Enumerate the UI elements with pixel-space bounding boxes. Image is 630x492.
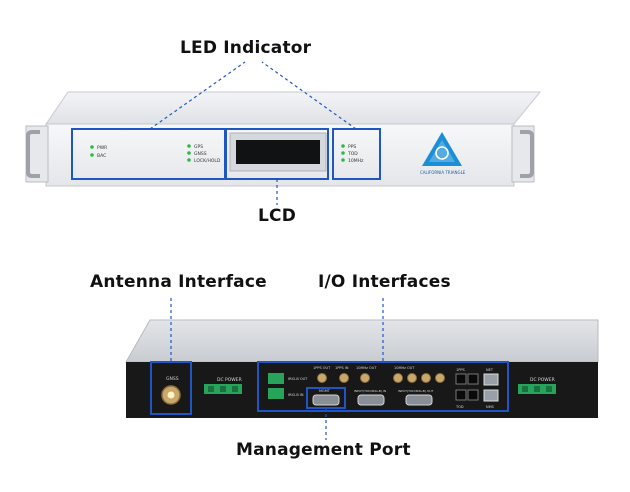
lcd-screen [236,140,320,164]
antenna-highlight-box [150,361,192,415]
bnc-freq-3 [421,373,431,383]
rj45-net1 [483,373,499,386]
led-label-10mhz: 10MHz [348,158,364,164]
antenna-label: GNSS [166,376,179,382]
logo-text: CALIFORNIA TRIANGLE [420,170,466,175]
led-gps [187,144,191,148]
management-port-callout: Management Port [236,440,411,460]
tod-port-label: TOD [455,405,464,409]
irig-tod-out-label: INPUT(TOD/IRIG-B) OUT [398,389,434,393]
led-label-lock: LOCK/HOLD [194,158,221,164]
led-right-highlight-box [332,128,381,180]
lcd-callout: LCD [258,206,297,226]
rj-pps-2 [467,373,479,385]
led-label-bac: BAC [97,153,106,159]
led-label-pwr: PWR [97,145,107,151]
rj45-net2 [483,389,499,402]
led-bac [90,153,94,157]
led-label-gnss: GNSS [194,151,207,157]
irig-tod-in-label: INPUT(TOD/IRIG-B) IN [354,389,386,393]
led-leader-left [149,61,246,130]
handle-left [26,130,40,178]
pps-port-label: 1PPS [456,368,465,372]
alarm-terminal-bottom [268,388,284,399]
dc-left-screw-2 [220,386,226,392]
rj-tod-2 [467,389,479,401]
dc-power-left-label: DC POWER [217,377,242,383]
led-label-tod: TOD [347,151,358,157]
led-label-gps: GPS [194,144,203,150]
bnc-pps-in [339,373,349,383]
led-lock [187,158,191,162]
dc-left-screw-3 [232,386,238,392]
led-gnss [187,151,191,155]
db9-tod-in [357,394,385,406]
led-tod [341,151,345,155]
pps-out-label: 1PPS OUT [313,366,331,370]
led-pps [341,144,345,148]
rj-pps-1 [455,373,467,385]
mgmt-label: MGMT [319,389,331,393]
bnc-freq-4 [435,373,445,383]
bnc-freq-2 [407,373,417,383]
dc-left-screw-1 [208,386,214,392]
dc-right-screw-1 [522,386,528,392]
led-leader-right [261,61,357,130]
led-label-pps: PPS [348,144,356,150]
rear-unit: GNSS DC POWER IRIG-B OUT IRIG-B IN 1PPS … [125,298,599,440]
alarm-terminal-top [268,373,284,384]
mgmt-db9-port [312,394,340,406]
rj-tod-1 [455,389,467,401]
mhz-out-label: 10MHz OUT [356,366,377,370]
front-unit: PWR BAC GPS GNSS LOCK/HOLD PPS TOD 10MHz… [25,61,542,205]
dc-power-right-label: DC POWER [530,377,555,383]
pps-in-label: 1PPS IN [335,366,349,370]
freq-out-label: 10MHz OUT [394,366,415,370]
rear-chassis-top [125,319,599,363]
net2-label: NMS [486,405,495,409]
irig-out-label: IRIG-B OUT [288,377,308,381]
bnc-pps-out [317,373,327,383]
led-pwr [90,145,94,149]
antenna-connector-pin [167,391,175,399]
db9-tod-out [405,394,433,406]
handle-right [520,130,534,178]
io-interfaces-callout: I/O Interfaces [318,272,451,292]
brand-logo: CALIFORNIA TRIANGLE [420,132,466,175]
dc-right-screw-2 [534,386,540,392]
net1-label: NET [486,368,494,372]
front-chassis-top [45,91,542,125]
antenna-interface-callout: Antenna Interface [90,272,267,292]
bnc-freq-1 [393,373,403,383]
dc-right-screw-3 [546,386,552,392]
led-indicator-callout: LED Indicator [180,38,312,58]
led-10mhz [341,158,345,162]
irig-in-label: IRIG-B IN [288,393,304,397]
bnc-10mhz-out [360,373,370,383]
io-highlight-box [257,361,509,412]
